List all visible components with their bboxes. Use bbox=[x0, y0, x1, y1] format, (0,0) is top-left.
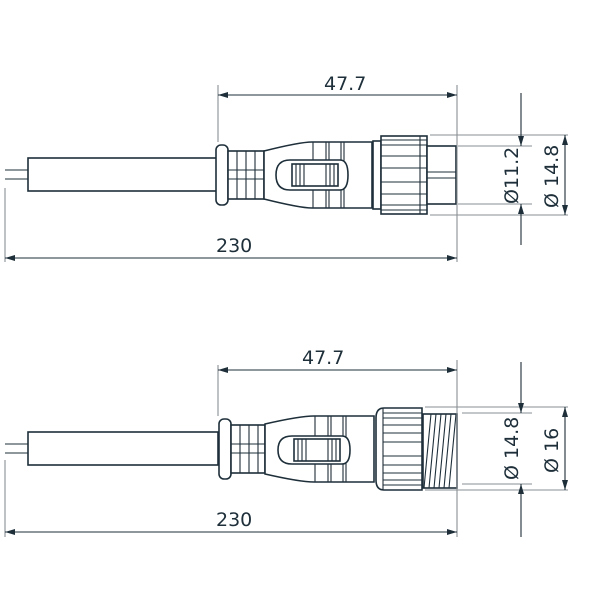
strain-relief-collar bbox=[215, 144, 229, 206]
nut-knurling bbox=[382, 408, 422, 490]
dimension-total-length: 230 bbox=[216, 509, 252, 531]
wire-leads bbox=[5, 169, 28, 180]
coupling-nut bbox=[375, 407, 423, 491]
strain-relief-ribs bbox=[227, 150, 265, 200]
socket-insert bbox=[426, 145, 457, 205]
top-view: 47.7 230 Ø11.2 Ø 14.8 bbox=[4, 73, 568, 262]
dimension-connector-length: 47.7 bbox=[324, 73, 366, 95]
bottom-view: 47.7 230 Ø 14.8 Ø 16 bbox=[4, 347, 568, 537]
coupling-nut bbox=[380, 135, 428, 215]
dimension-outer-diameter: Ø 14.8 bbox=[541, 145, 563, 208]
cable-jacket bbox=[27, 431, 219, 466]
dimension-total-length: 230 bbox=[216, 235, 252, 257]
nut-flange bbox=[372, 140, 382, 210]
strain-relief-collar bbox=[218, 418, 232, 480]
cable-jacket bbox=[27, 157, 219, 192]
latch-grip bbox=[291, 163, 339, 187]
dimension-inner-diameter: Ø 14.8 bbox=[501, 417, 523, 480]
latch-grip bbox=[293, 438, 341, 462]
strain-relief-ribs bbox=[230, 424, 266, 474]
threaded-end bbox=[422, 413, 458, 489]
dimension-outer-diameter: Ø 16 bbox=[541, 428, 563, 473]
wire-leads bbox=[5, 443, 28, 454]
dimension-connector-length: 47.7 bbox=[302, 347, 344, 369]
dimension-inner-diameter: Ø11.2 bbox=[501, 147, 523, 204]
